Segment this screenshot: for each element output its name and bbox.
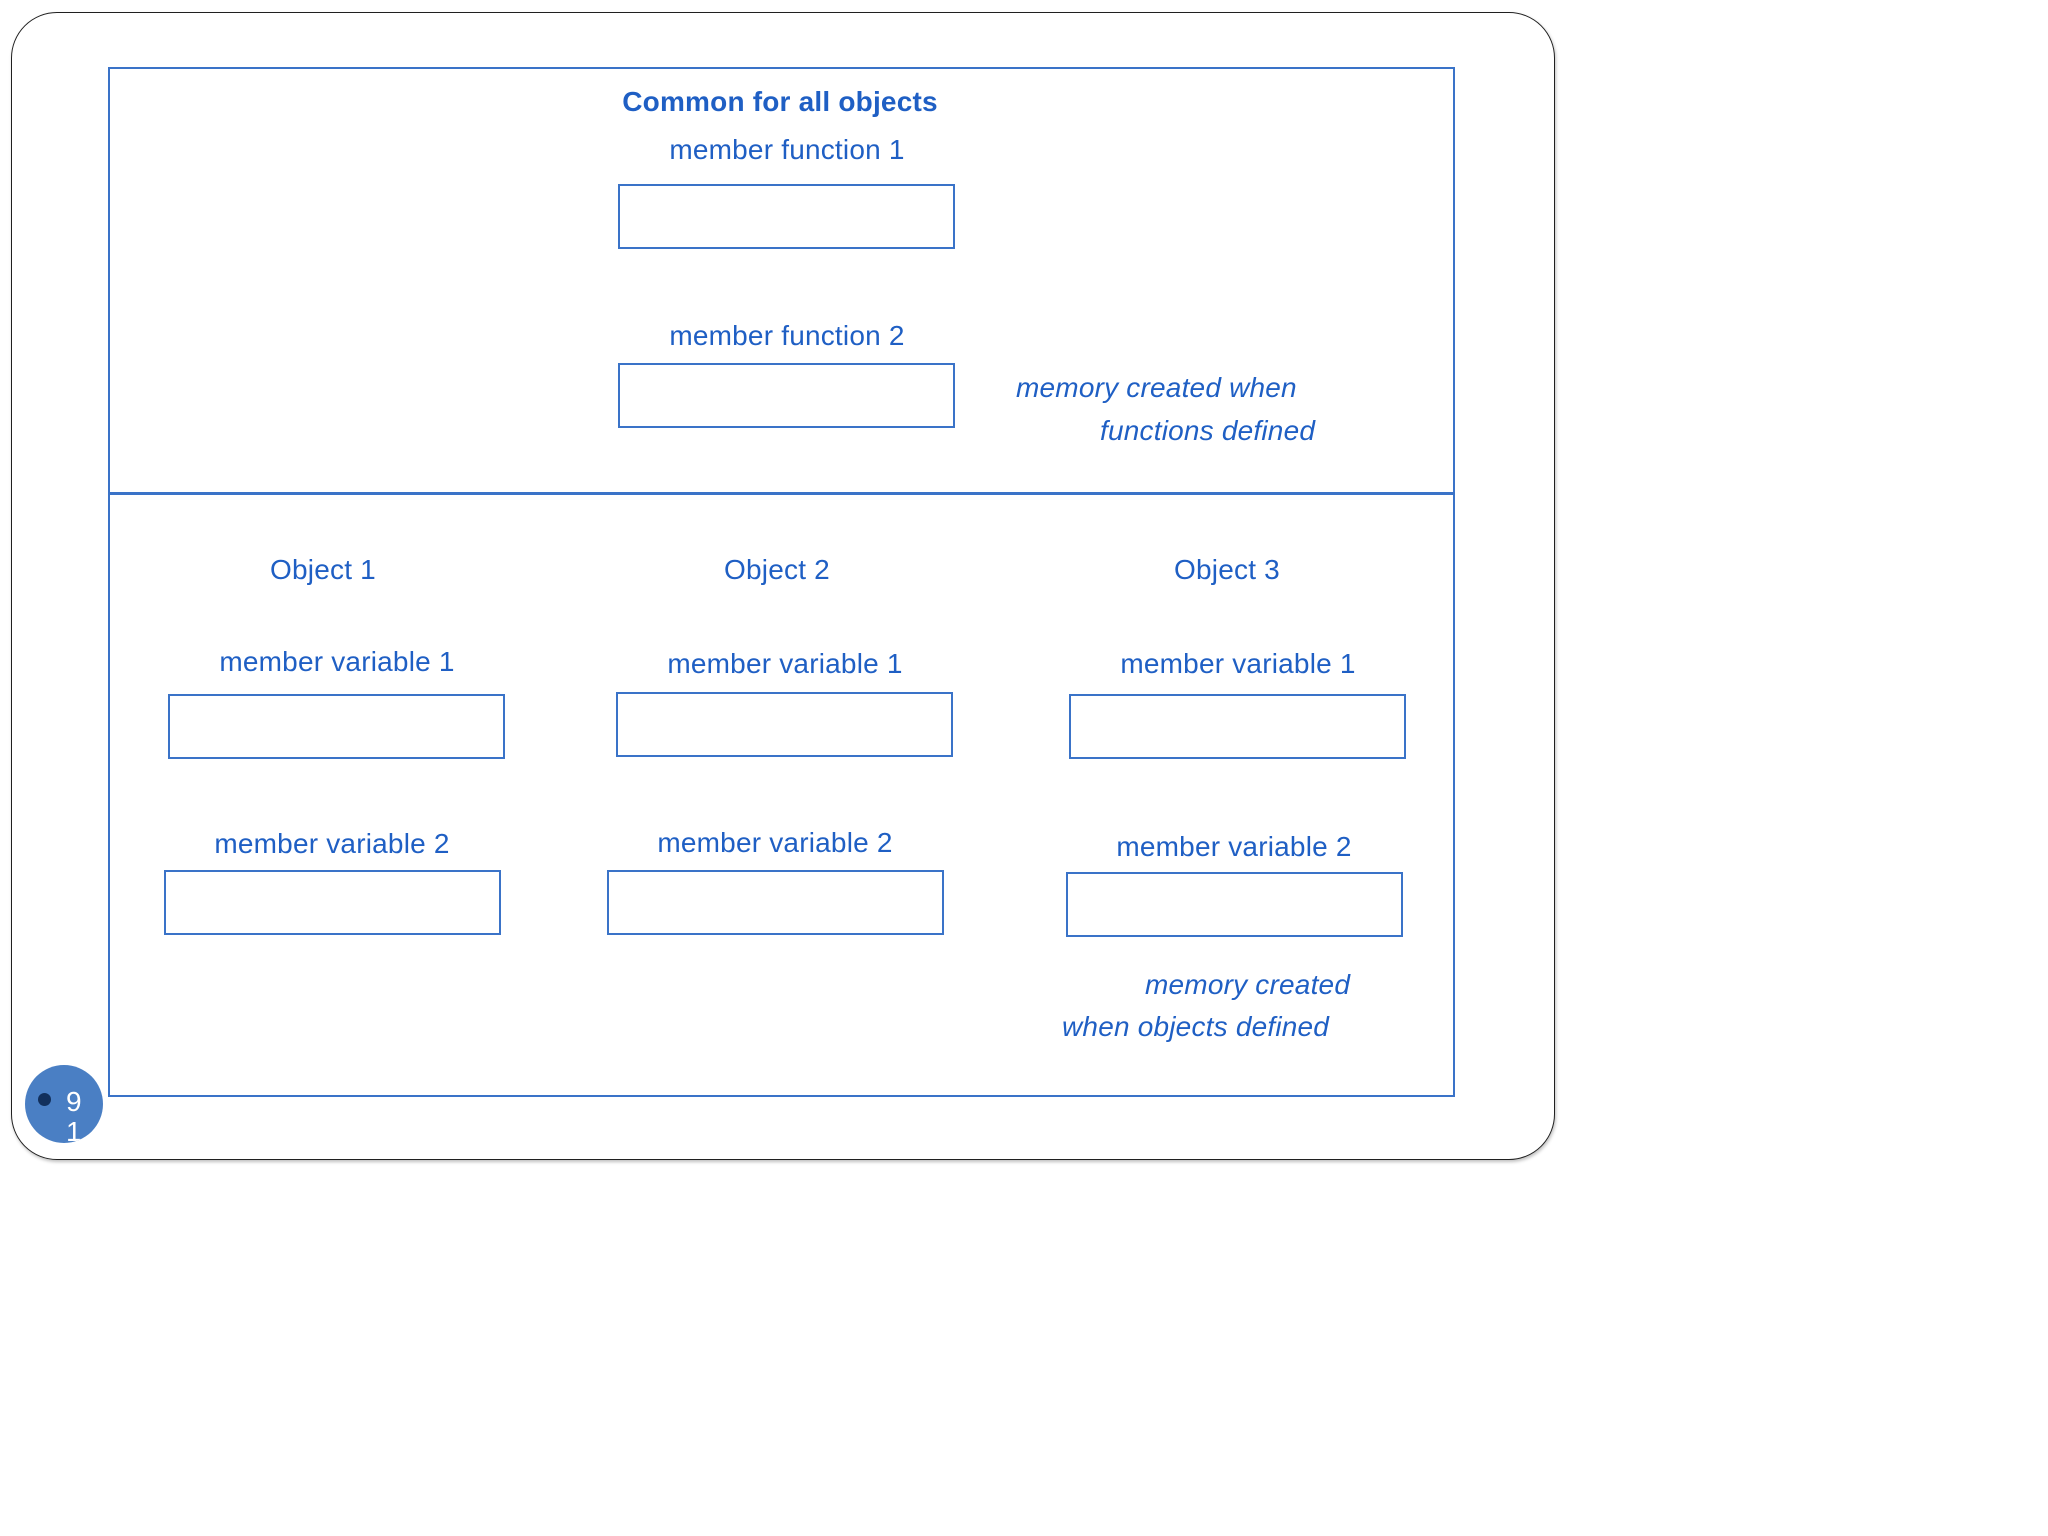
object-2-var1-label: member variable 1 — [667, 648, 903, 679]
member-function-2-box — [618, 363, 955, 428]
object-2-var1-box — [616, 692, 953, 757]
object-2-var2-label: member variable 2 — [657, 827, 893, 858]
objects-note-line1: memory created — [1145, 969, 1351, 1000]
member-function-1-label: member function 1 — [669, 134, 905, 165]
section-divider — [108, 492, 1455, 495]
object-1-var1-box — [168, 694, 505, 759]
object-3-var1-label: member variable 1 — [1120, 648, 1356, 679]
object-1-var1-label: member variable 1 — [219, 646, 455, 677]
object-3-var2-label: member variable 2 — [1116, 831, 1352, 862]
object-3-var1-box — [1069, 694, 1406, 759]
object-2-var2-box — [607, 870, 944, 935]
objects-note-line2: when objects defined — [1062, 1011, 1330, 1042]
slide-number-badge: 91 — [25, 1065, 103, 1143]
common-section-title: Common for all objects — [622, 86, 938, 117]
object-3-var2-box — [1066, 872, 1403, 937]
memory-diagram-frame — [108, 67, 1455, 1097]
bullet-dot-icon — [38, 1093, 51, 1106]
functions-note-line1: memory created when — [1016, 372, 1297, 403]
member-function-2-label: member function 2 — [669, 320, 905, 351]
object-1-title: Object 1 — [270, 554, 376, 585]
member-function-1-box — [618, 184, 955, 249]
slide-number: 91 — [66, 1086, 82, 1144]
object-3-title: Object 3 — [1174, 554, 1280, 585]
object-1-var2-label: member variable 2 — [214, 828, 450, 859]
functions-note-line2: functions defined — [1100, 415, 1316, 446]
object-1-var2-box — [164, 870, 501, 935]
object-2-title: Object 2 — [724, 554, 830, 585]
